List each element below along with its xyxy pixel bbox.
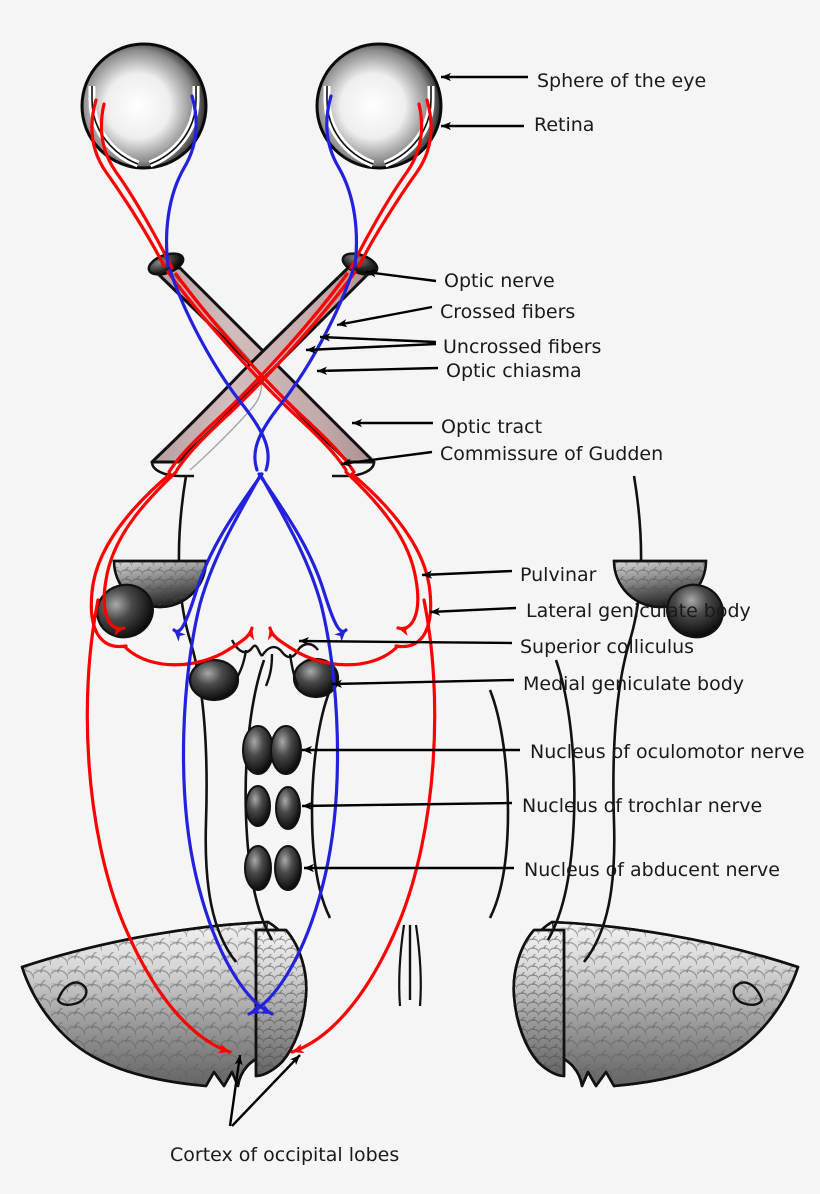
leader-uncrossed-fibers-b bbox=[305, 342, 437, 354]
label-medial-geniculate-body: Medial geniculate body bbox=[523, 673, 745, 695]
label-nucleus-of-trochlar-nerve: Nucleus of trochlar nerve bbox=[522, 795, 763, 817]
label-uncrossed-fibers: Uncrossed fibers bbox=[443, 336, 602, 358]
label-optic-nerve: Optic nerve bbox=[444, 270, 555, 292]
left-medial-geniculate-body bbox=[188, 658, 240, 702]
leader-nucleus-of-trochlar-nerve bbox=[301, 801, 513, 810]
right-eye-structure bbox=[315, 42, 443, 170]
label-retina: Retina bbox=[534, 114, 595, 136]
leader-uncrossed-fibers-a bbox=[319, 333, 437, 344]
label-sphere-of-the-eye: Sphere of the eye bbox=[537, 70, 707, 92]
label-optic-chiasma: Optic chiasma bbox=[446, 360, 582, 382]
label-superior-colliculus: Superior colliculus bbox=[520, 636, 695, 658]
occipital-cortex-structure bbox=[20, 920, 800, 1088]
leader-optic-nerve bbox=[365, 269, 437, 283]
leader-lines bbox=[228, 72, 528, 1127]
crossed-fibers-pathway bbox=[85, 98, 437, 1054]
leader-optic-chiasma bbox=[316, 366, 439, 375]
leader-cortex-left bbox=[228, 1054, 243, 1127]
leader-medial-geniculate-body bbox=[331, 678, 515, 688]
left-eye-structure bbox=[80, 42, 208, 170]
right-lateral-geniculate-body bbox=[666, 583, 724, 639]
label-lateral-geniculate-body: Lateral geniculate body bbox=[526, 600, 751, 622]
label-cortex-of-occipital-lobes: Cortex of occipital lobes bbox=[170, 1144, 400, 1166]
label-crossed-fibers: Crossed fibers bbox=[440, 301, 576, 323]
label-nucleus-of-oculomotor-nerve: Nucleus of oculomotor nerve bbox=[530, 741, 805, 763]
superior-colliculus-structure bbox=[230, 639, 319, 687]
label-pulvinar: Pulvinar bbox=[520, 564, 597, 586]
thalamic-bodies bbox=[96, 559, 724, 702]
leader-superior-colliculus bbox=[298, 636, 513, 646]
label-nucleus-of-abducent-nerve: Nucleus of abducent nerve bbox=[524, 859, 780, 881]
leader-lateral-geniculate-body bbox=[429, 606, 517, 616]
label-optic-tract: Optic tract bbox=[441, 416, 543, 438]
leader-crossed-fibers bbox=[336, 305, 433, 328]
leader-commissure-of-gudden bbox=[340, 450, 433, 467]
cranial-nerve-nuclei bbox=[242, 725, 302, 891]
leader-pulvinar bbox=[421, 569, 513, 579]
uncrossed-fibers-pathway bbox=[164, 94, 359, 1016]
label-commissure-of-gudden: Commissure of Gudden bbox=[440, 443, 664, 465]
leader-cortex-right bbox=[231, 1054, 301, 1127]
